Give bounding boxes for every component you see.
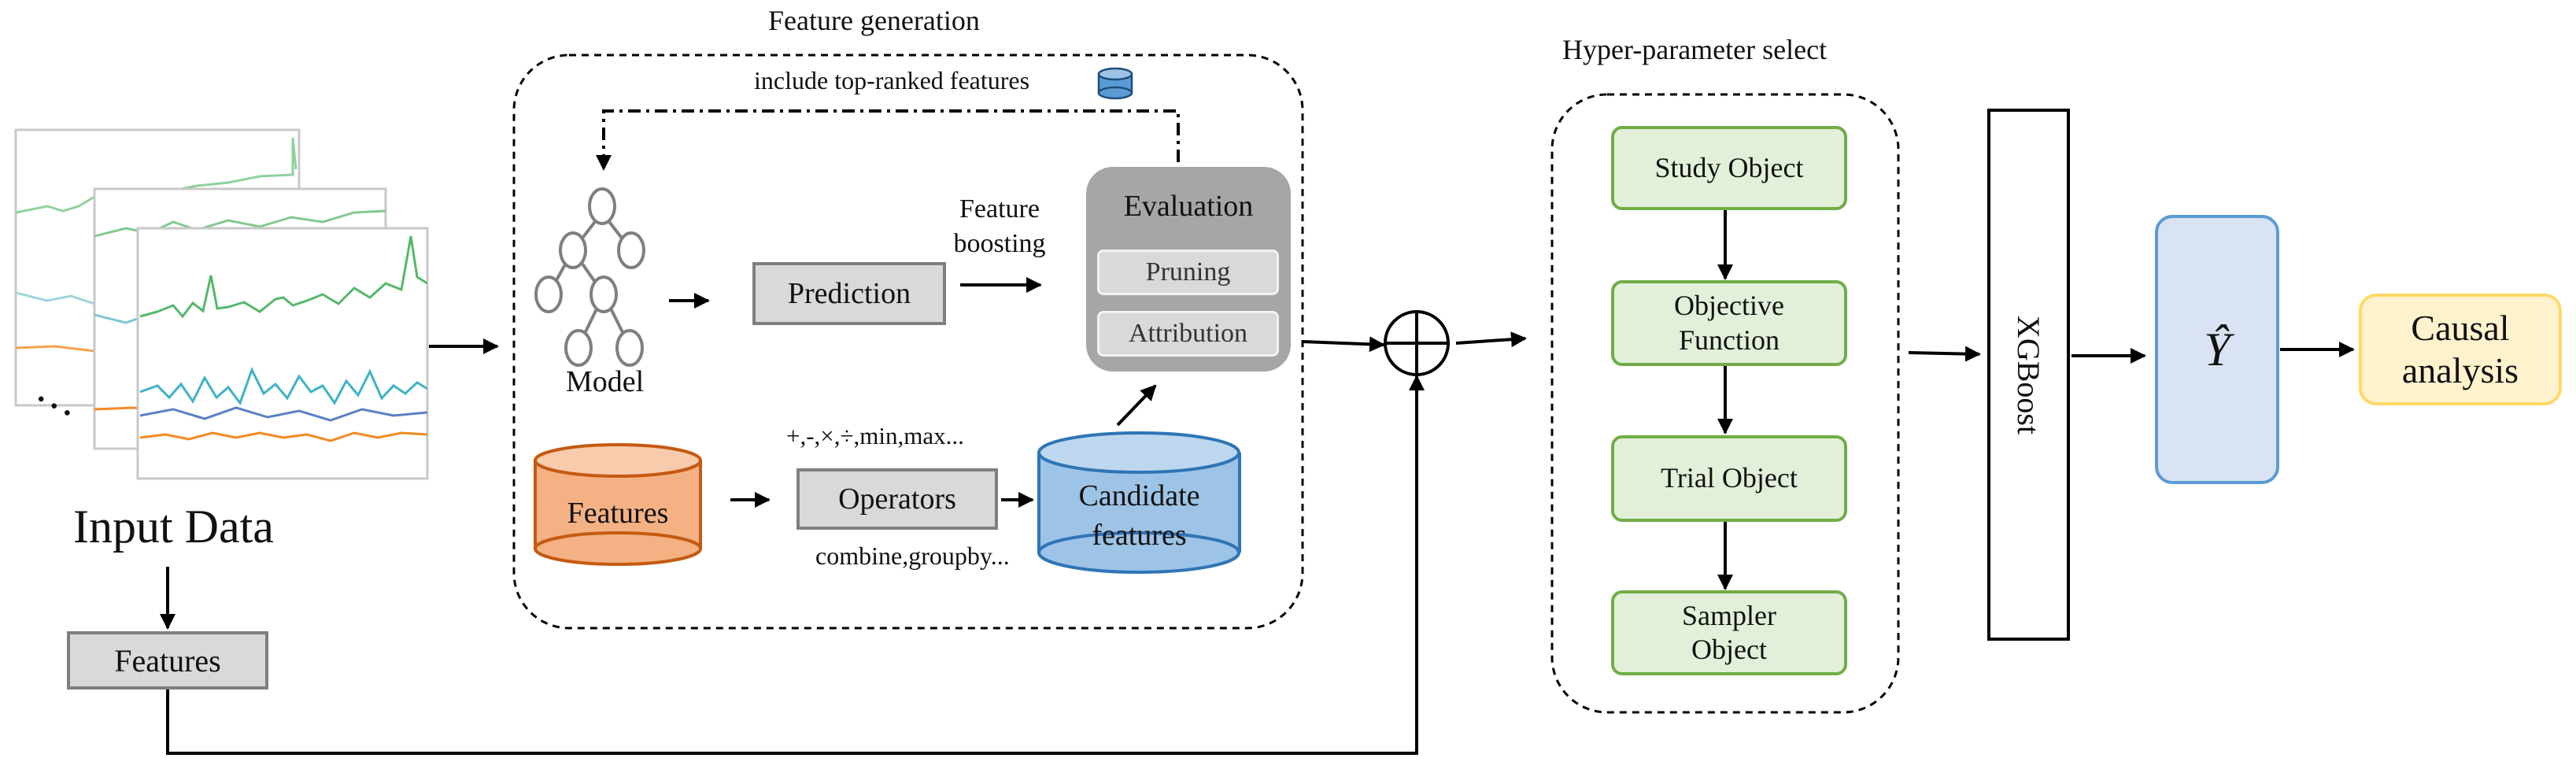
sampler-object-label: Sampler Object	[1682, 599, 1776, 665]
attribution-box: Attribution	[1097, 311, 1279, 357]
model-label: Model	[566, 365, 645, 398]
causal-analysis-label: Causal analysis	[2401, 308, 2519, 390]
operators-box: Operators	[796, 468, 998, 530]
hyperparam-title: Hyper-parameter select	[1562, 34, 1828, 65]
candidate-features-cylinder	[1037, 431, 1241, 574]
objective-function-label: Objective Function	[1674, 290, 1784, 356]
model-tree-icon	[534, 187, 645, 367]
feature-boosting-label: Feature boosting	[953, 194, 1046, 258]
arrow-sum-to-hyperparam	[1455, 331, 1527, 348]
feedback-label: include top-ranked features	[754, 66, 1030, 94]
data-panel-front	[136, 227, 429, 480]
features-cylinder-label: Features	[567, 497, 669, 530]
yhat-box: Ŷ	[2155, 215, 2279, 484]
evaluation-title: Evaluation	[1123, 190, 1254, 223]
objective-function-box: Objective Function	[1611, 280, 1847, 366]
arrow-evaluation-to-sum	[1302, 336, 1385, 353]
trial-object-box: Trial Object	[1611, 435, 1847, 522]
arrow-features-to-sum	[166, 375, 1425, 755]
xgboost-box: XGBoost	[1987, 109, 2070, 641]
features-cylinder	[534, 443, 702, 566]
hyperparam-group	[1550, 93, 1900, 714]
sum-node-icon	[1384, 310, 1450, 376]
feature-generation-title: Feature generation	[768, 5, 980, 36]
study-object-box: Study Object	[1611, 126, 1847, 210]
study-object-label: Study Object	[1654, 151, 1804, 183]
pruning-box: Pruning	[1097, 250, 1279, 295]
yhat-label: Ŷ	[2204, 323, 2230, 375]
xgboost-label: XGBoost	[2011, 315, 2047, 434]
operators-top-label: +,-,×,÷,min,max...	[786, 422, 964, 449]
prediction-box: Prediction	[752, 262, 946, 325]
feedback-arrow	[596, 109, 1180, 171]
evaluation-box: Evaluation Pruning Attribution	[1086, 167, 1291, 372]
database-icon	[1097, 67, 1133, 100]
input-data-thumbnails	[14, 128, 429, 480]
causal-analysis-box: Causal analysis	[2359, 294, 2562, 405]
input-data-title: Input Data	[73, 501, 274, 553]
arrow-hyperparam-to-xgboost	[1908, 346, 1981, 362]
operators-label: Operators	[838, 482, 956, 516]
input-features-box: Features	[67, 631, 268, 690]
candidate-features-label: Candidate features	[1078, 479, 1200, 552]
sampler-object-box: Sampler Object	[1611, 590, 1847, 675]
input-features-label: Features	[114, 642, 221, 678]
attribution-label: Attribution	[1128, 319, 1248, 348]
trial-object-label: Trial Object	[1661, 462, 1798, 494]
pruning-label: Pruning	[1145, 257, 1231, 287]
arrow-candidates-to-evaluation	[1116, 384, 1157, 427]
operators-bottom-label: combine,groupby...	[815, 542, 1010, 570]
prediction-label: Prediction	[787, 277, 911, 310]
